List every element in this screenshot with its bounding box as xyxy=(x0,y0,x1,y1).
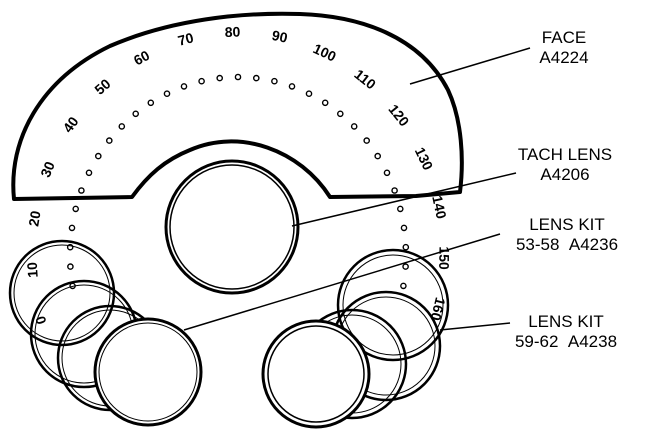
callout-lens-kit-53-58: LENS KIT 53-58 A4236 xyxy=(497,215,637,255)
callout-lens-kit-53-58-years: 53-58 xyxy=(515,235,560,254)
scale-dot xyxy=(67,263,74,270)
scale-number-80: 80 xyxy=(225,24,241,40)
scale-dot xyxy=(363,137,371,144)
callout-tach-lens: TACH LENS A4206 xyxy=(506,145,624,185)
scale-dot xyxy=(78,187,85,194)
leader-tach-lens xyxy=(291,172,517,227)
scale-dot xyxy=(180,83,188,90)
scale-number-120: 120 xyxy=(385,101,412,129)
scale-dot xyxy=(321,99,329,107)
scale-dot xyxy=(68,224,76,232)
callout-lens-kit-53-58-part: A4236 xyxy=(568,235,619,254)
lens-kit-59-62 xyxy=(261,248,450,429)
scale-dot xyxy=(85,169,93,177)
scale-dot xyxy=(252,74,260,82)
scale-dot xyxy=(147,99,155,107)
scale-dot xyxy=(271,77,278,85)
tach-lens xyxy=(164,159,300,295)
lens-kit-53-58 xyxy=(8,239,203,427)
scale-number-130: 130 xyxy=(412,145,437,173)
callout-tach-lens-part: A4206 xyxy=(540,165,590,184)
scale-number-20: 20 xyxy=(25,209,43,227)
callout-lens-kit-53-58-name: LENS KIT xyxy=(529,215,605,234)
scale-dot xyxy=(198,77,205,85)
scale-dot xyxy=(383,169,391,177)
callout-lens-kit-53-58-detail: 53-58 A4236 xyxy=(497,235,637,255)
scale-number-160: 160 xyxy=(428,296,449,323)
scale-number-10: 10 xyxy=(24,261,41,278)
scale-number-30: 30 xyxy=(37,159,58,180)
scale-dot xyxy=(106,137,113,144)
scale-dot xyxy=(374,152,382,160)
scale-number-40: 40 xyxy=(60,113,82,135)
scale-number-70: 70 xyxy=(176,29,195,48)
scale-dot xyxy=(163,90,171,97)
callout-lens-kit-59-62-name: LENS KIT xyxy=(528,312,604,331)
callout-face-part: A4224 xyxy=(539,48,589,67)
scale-dots xyxy=(66,73,410,290)
scale-dot xyxy=(288,83,296,90)
scale-dot xyxy=(402,263,409,270)
leader-lens-kit-53-58 xyxy=(183,233,501,331)
scale-dot xyxy=(234,73,242,81)
scale-dot xyxy=(72,205,79,213)
scale-number-140: 140 xyxy=(429,194,450,220)
scale-dot xyxy=(400,282,407,290)
scale-number-60: 60 xyxy=(131,47,152,69)
callout-lens-kit-59-62-years: 59-62 xyxy=(514,332,559,351)
scale-dot xyxy=(95,152,102,160)
scale-number-50: 50 xyxy=(91,75,113,97)
callout-lens-kit-59-62-detail: 59-62 A4238 xyxy=(496,332,636,352)
scale-dot xyxy=(402,243,410,251)
callout-tach-lens-name: TACH LENS xyxy=(517,145,613,164)
leader-lens-kit-59-62 xyxy=(439,322,511,331)
scale-dot xyxy=(396,205,404,213)
scale-dot xyxy=(350,123,358,130)
scale-dot xyxy=(118,123,126,130)
scale-dot xyxy=(400,224,408,232)
callout-lens-kit-59-62: LENS KIT 59-62 A4238 xyxy=(496,312,636,352)
scale-dot xyxy=(336,110,344,118)
scale-number-110: 110 xyxy=(351,66,379,93)
scale-dot xyxy=(305,90,313,97)
gauge-face-outline xyxy=(11,11,464,201)
leader-face xyxy=(409,47,531,85)
scale-number-90: 90 xyxy=(271,27,290,46)
scale-dot xyxy=(216,74,223,82)
scale-dot xyxy=(391,187,398,194)
callout-lens-kit-59-62-part: A4238 xyxy=(567,332,618,351)
scale-dot xyxy=(132,110,139,118)
scale-number-100: 100 xyxy=(311,40,339,64)
callout-face: FACE A4224 xyxy=(522,28,606,68)
callout-face-name: FACE xyxy=(541,28,587,47)
